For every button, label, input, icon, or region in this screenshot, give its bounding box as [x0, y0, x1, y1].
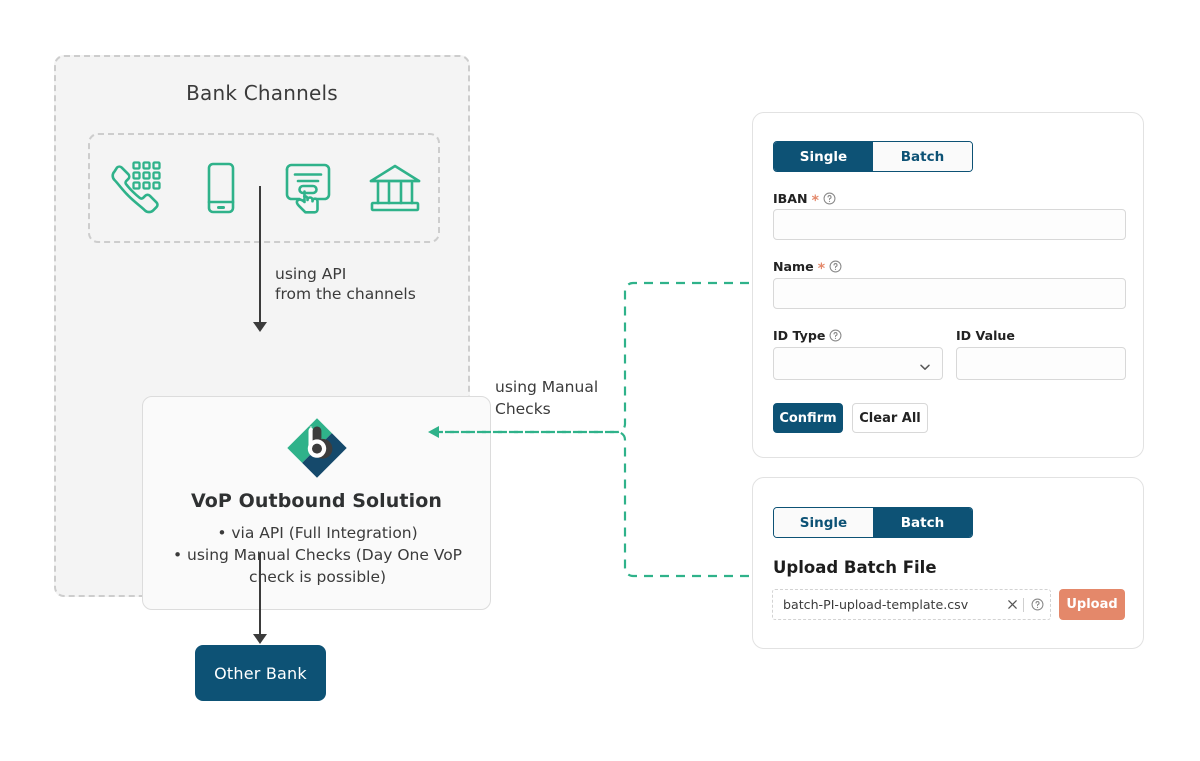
- id-value-label-text: ID Value: [956, 328, 1015, 343]
- close-icon[interactable]: [1001, 599, 1023, 610]
- id-value-input[interactable]: [956, 347, 1126, 380]
- api-connector-arrow: [253, 322, 267, 332]
- bank-channels-title: Bank Channels: [186, 81, 338, 105]
- single-card-tabs: Single Batch: [773, 141, 973, 172]
- manual-label-line-1: using Manual: [495, 378, 599, 396]
- vop-title: VoP Outbound Solution: [191, 490, 442, 512]
- file-chip-divider: [1023, 597, 1024, 612]
- api-connector-line: [259, 186, 261, 326]
- iban-help-icon[interactable]: [823, 192, 836, 205]
- api-label-line-1: using API: [275, 265, 347, 283]
- id-type-select[interactable]: [773, 347, 943, 380]
- phone-keypad-icon: [103, 157, 165, 219]
- file-name-text: batch-PI-upload-template.csv: [783, 597, 969, 612]
- iban-label: IBAN *: [773, 191, 836, 209]
- bank-building-icon: [364, 157, 426, 219]
- batch-upload-card: Single Batch Upload Batch File batch-PI-…: [752, 477, 1144, 649]
- name-input[interactable]: [773, 278, 1126, 309]
- other-bank-node: Other Bank: [195, 645, 326, 701]
- name-label-text: Name: [773, 259, 814, 274]
- id-type-help-icon[interactable]: [829, 329, 842, 342]
- id-value-label: ID Value: [956, 328, 1015, 343]
- iban-required-asterisk: *: [811, 192, 819, 209]
- batch-tab-single[interactable]: Single: [774, 508, 873, 537]
- manual-checks-label: using Manual Checks: [495, 376, 630, 421]
- iban-label-text: IBAN: [773, 191, 808, 206]
- id-type-label-text: ID Type: [773, 328, 826, 343]
- other-bank-connector-arrow: [253, 634, 267, 644]
- tab-single[interactable]: Single: [774, 142, 873, 171]
- clear-all-button[interactable]: Clear All: [852, 403, 928, 433]
- file-help-icon[interactable]: [1024, 598, 1050, 611]
- bank-channels-group: Bank Channels: [54, 55, 491, 610]
- name-required-asterisk: *: [817, 260, 826, 277]
- confirm-button[interactable]: Confirm: [773, 403, 843, 433]
- vop-bullets: • via API (Full Integration) • using Man…: [157, 522, 478, 588]
- batch-card-tabs: Single Batch: [773, 507, 973, 538]
- api-connector-label: using API from the channels: [275, 265, 450, 305]
- iban-input[interactable]: [773, 209, 1126, 240]
- touchscreen-hand-icon: [277, 157, 339, 219]
- file-chip: batch-PI-upload-template.csv: [772, 589, 1051, 620]
- upload-button[interactable]: Upload: [1059, 589, 1125, 620]
- channels-row: [88, 133, 440, 243]
- other-bank-connector-line: [259, 553, 261, 638]
- manual-label-line-2: Checks: [495, 400, 551, 419]
- vop-bullet-2-cont: check is possible): [248, 568, 387, 586]
- tab-batch[interactable]: Batch: [873, 142, 972, 171]
- vop-bullet-2: • using Manual Checks (Day One VoP: [172, 546, 463, 564]
- api-label-line-2: from the channels: [275, 284, 416, 303]
- upload-batch-file-title: Upload Batch File: [773, 558, 937, 577]
- vop-diamond-logo: [286, 417, 348, 479]
- vop-bullet-1: • via API (Full Integration): [217, 524, 418, 542]
- id-type-label: ID Type: [773, 328, 842, 343]
- chevron-down-icon: [919, 358, 931, 370]
- mobile-phone-icon: [190, 157, 252, 219]
- single-check-card: Single Batch IBAN * Name * ID Type: [752, 112, 1144, 458]
- name-label: Name *: [773, 259, 842, 277]
- manual-checks-connector: [428, 281, 765, 578]
- name-help-icon[interactable]: [829, 260, 842, 273]
- batch-tab-batch[interactable]: Batch: [873, 508, 972, 537]
- vop-outbound-solution-box: VoP Outbound Solution • via API (Full In…: [142, 396, 491, 610]
